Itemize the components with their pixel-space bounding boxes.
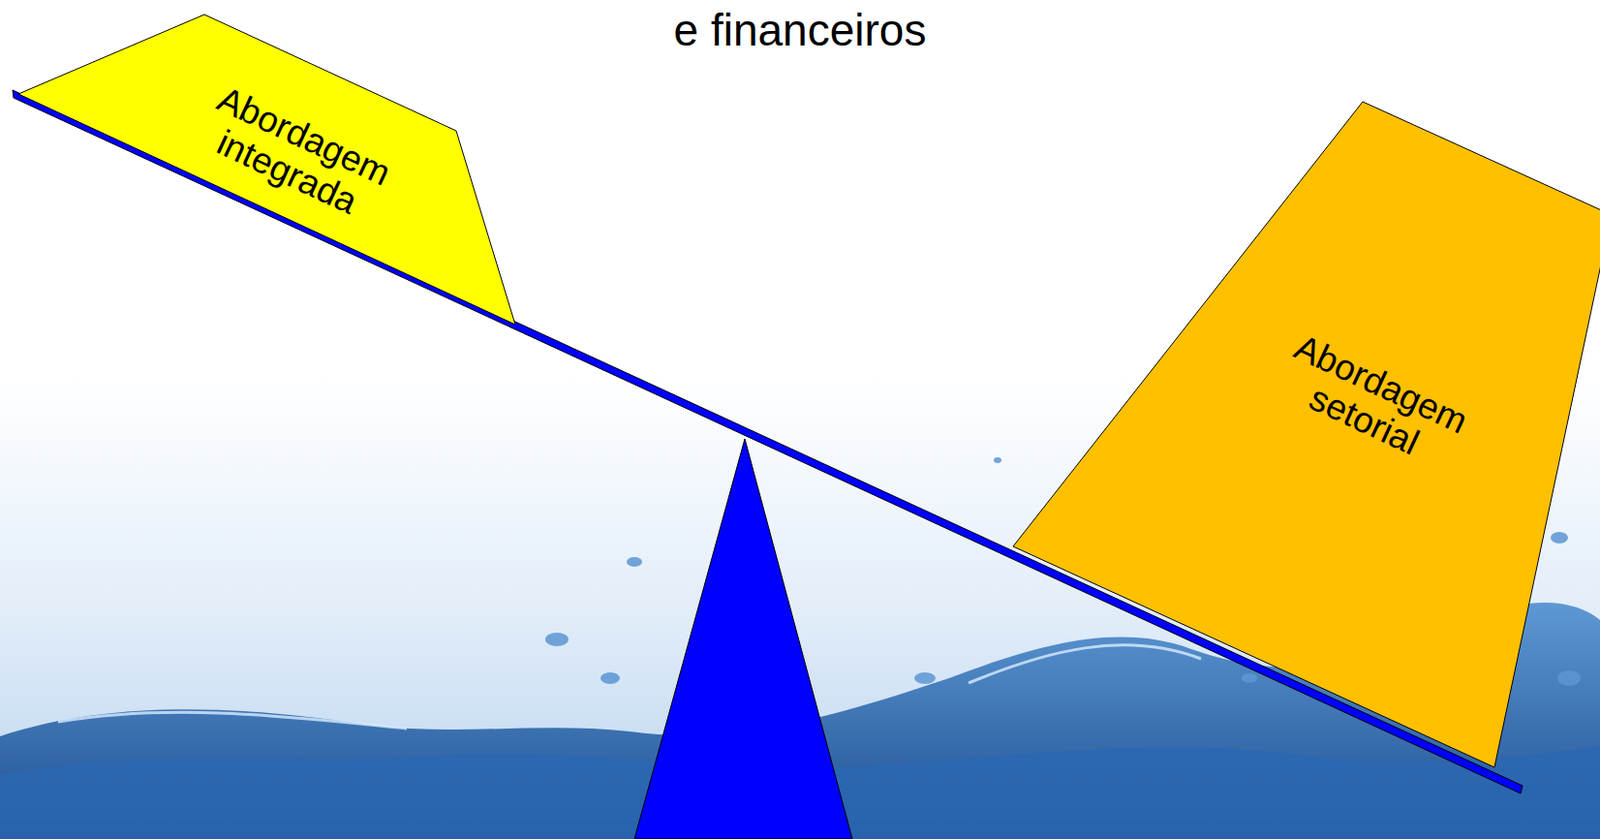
- orange-weight: Abordagem setorial: [1007, 96, 1600, 775]
- yellow-weight: Abordagem integrada: [14, 11, 519, 328]
- trapezoid-shape: [1007, 96, 1600, 775]
